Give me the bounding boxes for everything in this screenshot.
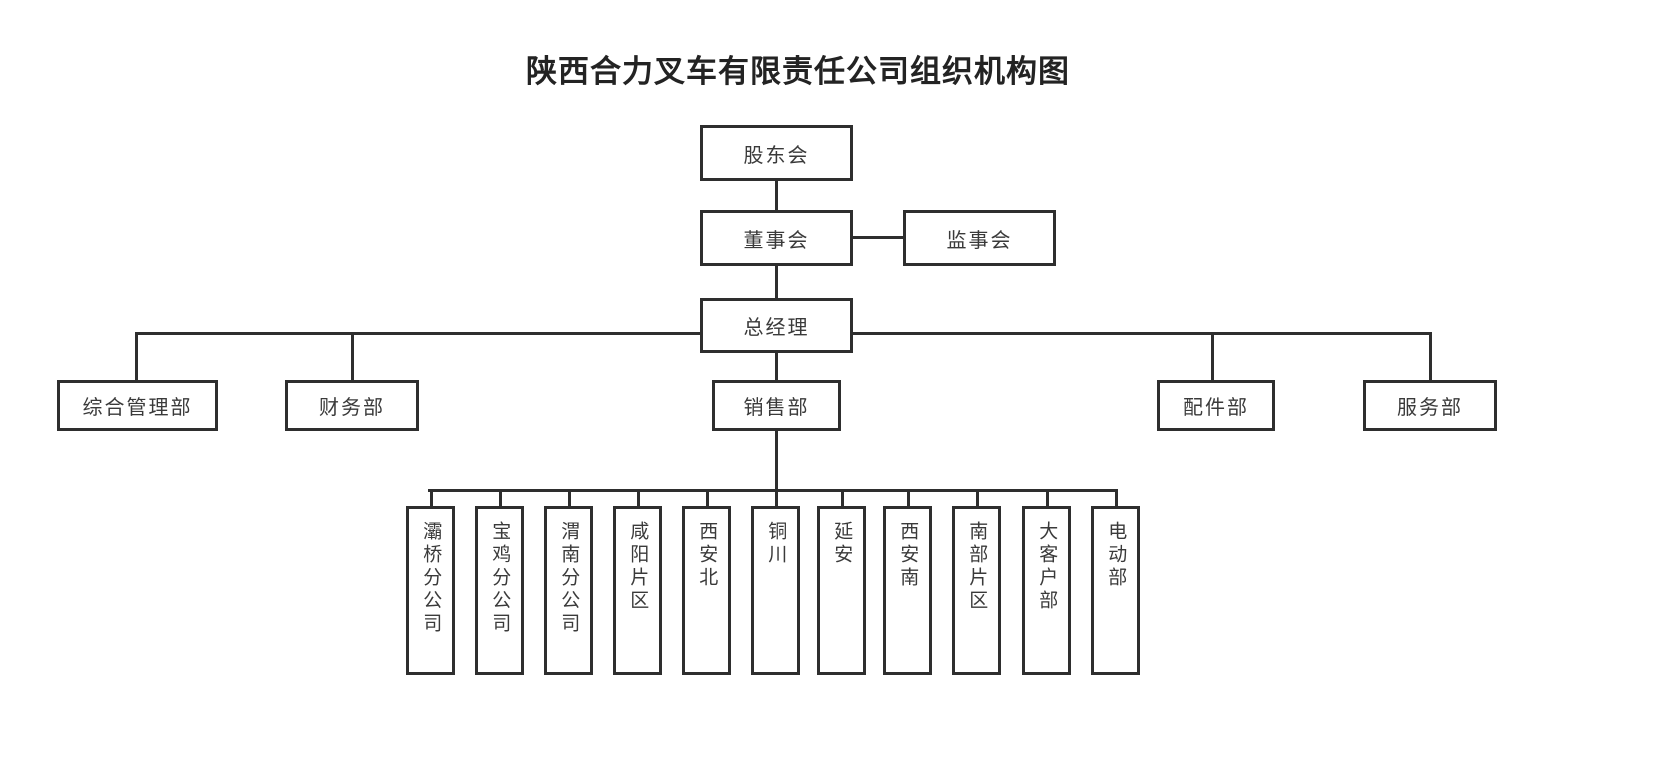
connector-sales-to-unit-1 (499, 489, 502, 508)
node-sales-unit[interactable]: 咸阳片区 (613, 506, 662, 675)
node-sales-unit-label: 宝鸡分公司 (489, 521, 511, 636)
node-general-manager-label: 总经理 (743, 317, 810, 339)
node-sales-unit-label: 灞桥分公司 (420, 521, 442, 636)
node-dept-admin[interactable]: 综合管理部 (57, 380, 218, 431)
connector-sales-to-unit-0 (430, 489, 433, 508)
connector-sales-drop (775, 431, 778, 492)
node-dept-parts-label: 配件部 (1183, 397, 1249, 419)
connector-gm-to-finance (351, 332, 354, 380)
node-sales-unit-label: 延安 (831, 521, 853, 567)
node-sales-unit-label: 西安北 (696, 521, 718, 590)
connector-sales-to-unit-4 (706, 489, 709, 508)
page-title: 陕西合力叉车有限责任公司组织机构图 (526, 54, 1070, 89)
node-sales-unit-label: 电动部 (1105, 521, 1127, 590)
node-sales-unit[interactable]: 宝鸡分公司 (475, 506, 524, 675)
node-sales-unit[interactable]: 大客户部 (1022, 506, 1071, 675)
connector-gm-to-parts (1211, 332, 1214, 380)
node-sales-unit[interactable]: 渭南分公司 (544, 506, 593, 675)
node-shareholders-label: 股东会 (743, 144, 810, 167)
node-supervisors[interactable]: 监事会 (903, 210, 1056, 266)
node-board[interactable]: 董事会 (700, 210, 853, 266)
node-sales-unit-label: 铜川 (765, 521, 787, 567)
node-sales-unit[interactable]: 西安北 (682, 506, 731, 675)
node-dept-sales-label: 销售部 (743, 397, 810, 419)
node-board-label: 董事会 (743, 229, 810, 252)
node-general-manager[interactable]: 总经理 (700, 298, 853, 353)
node-dept-service-label: 服务部 (1397, 397, 1463, 419)
connector-sales-to-unit-2 (568, 489, 571, 508)
node-dept-admin-label: 综合管理部 (82, 397, 193, 419)
node-supervisors-label: 监事会 (946, 229, 1013, 252)
connector-sales-bus (428, 489, 1118, 492)
connector-gm-bus-right (850, 332, 1432, 335)
node-sales-unit-label: 渭南分公司 (558, 521, 580, 636)
connector-sales-to-unit-8 (976, 489, 979, 508)
connector-shareholders-to-board (775, 180, 778, 211)
connector-sales-to-unit-10 (1115, 489, 1118, 508)
connector-sales-to-unit-6 (841, 489, 844, 508)
node-sales-unit[interactable]: 西安南 (883, 506, 932, 675)
connector-gm-to-sales (775, 352, 778, 380)
connector-sales-to-unit-5 (775, 489, 778, 508)
connector-sales-to-unit-7 (907, 489, 910, 508)
connector-board-to-gm (775, 265, 778, 299)
node-sales-unit-label: 大客户部 (1036, 521, 1058, 613)
node-dept-finance-label: 财务部 (319, 397, 385, 419)
connector-gm-to-admin (135, 332, 138, 380)
node-dept-sales[interactable]: 销售部 (712, 380, 841, 431)
node-sales-unit[interactable]: 铜川 (751, 506, 800, 675)
node-sales-unit-label: 咸阳片区 (627, 521, 649, 613)
connector-sales-to-unit-9 (1046, 489, 1049, 508)
node-sales-unit[interactable]: 延安 (817, 506, 866, 675)
node-sales-unit[interactable]: 南部片区 (952, 506, 1001, 675)
node-sales-unit-label: 西安南 (897, 521, 919, 590)
connector-gm-bus-left (135, 332, 703, 335)
connector-board-to-supervisors (852, 236, 904, 239)
connector-gm-to-service (1429, 332, 1432, 380)
node-dept-parts[interactable]: 配件部 (1157, 380, 1275, 431)
node-sales-unit-label: 南部片区 (966, 521, 988, 613)
node-sales-unit[interactable]: 灞桥分公司 (406, 506, 455, 675)
node-dept-service[interactable]: 服务部 (1363, 380, 1497, 431)
node-sales-unit[interactable]: 电动部 (1091, 506, 1140, 675)
node-shareholders[interactable]: 股东会 (700, 125, 853, 181)
connector-sales-to-unit-3 (637, 489, 640, 508)
node-dept-finance[interactable]: 财务部 (285, 380, 419, 431)
